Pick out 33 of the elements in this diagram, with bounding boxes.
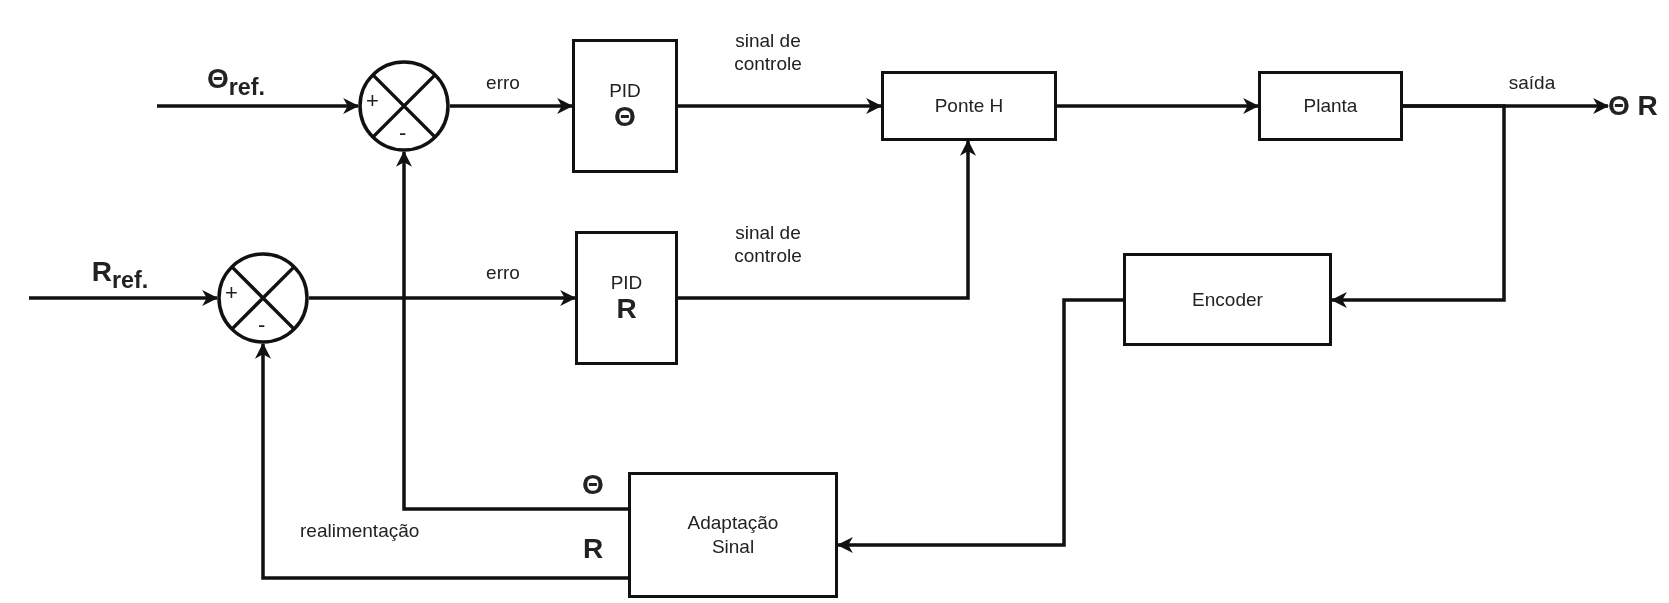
block	[1123, 253, 1332, 346]
block	[881, 71, 1057, 141]
arrow	[836, 298, 1123, 553]
output-label: Θ R	[1608, 86, 1658, 126]
arrow	[1330, 104, 1506, 308]
block-label: PID	[610, 270, 643, 295]
arrow	[450, 98, 574, 114]
block-label: Ponte H	[934, 94, 1004, 118]
arrow	[678, 98, 883, 114]
block-label: Encoder	[1192, 287, 1263, 312]
block-label: PID	[609, 78, 641, 103]
arrow	[396, 150, 628, 511]
arrow	[255, 342, 628, 580]
signal-label: realimentação	[300, 520, 420, 542]
block-label: R	[616, 294, 637, 326]
block	[1258, 71, 1403, 141]
block	[628, 472, 838, 598]
block	[575, 231, 678, 365]
arrow	[309, 290, 577, 306]
block	[572, 39, 678, 173]
sign-label: -	[258, 314, 266, 336]
block-label: Adaptação Sinal	[686, 511, 780, 559]
block-label: Θ	[614, 102, 636, 134]
sign-label: +	[366, 90, 379, 112]
summing-junction	[217, 252, 309, 344]
sign-label: +	[225, 282, 238, 304]
arrow	[29, 290, 219, 306]
block-label: Planta	[1303, 94, 1358, 118]
sign-label: -	[399, 122, 407, 144]
arrow	[1057, 98, 1260, 114]
arrow	[157, 98, 360, 114]
summing-junction	[358, 60, 450, 152]
arrow	[678, 139, 976, 300]
